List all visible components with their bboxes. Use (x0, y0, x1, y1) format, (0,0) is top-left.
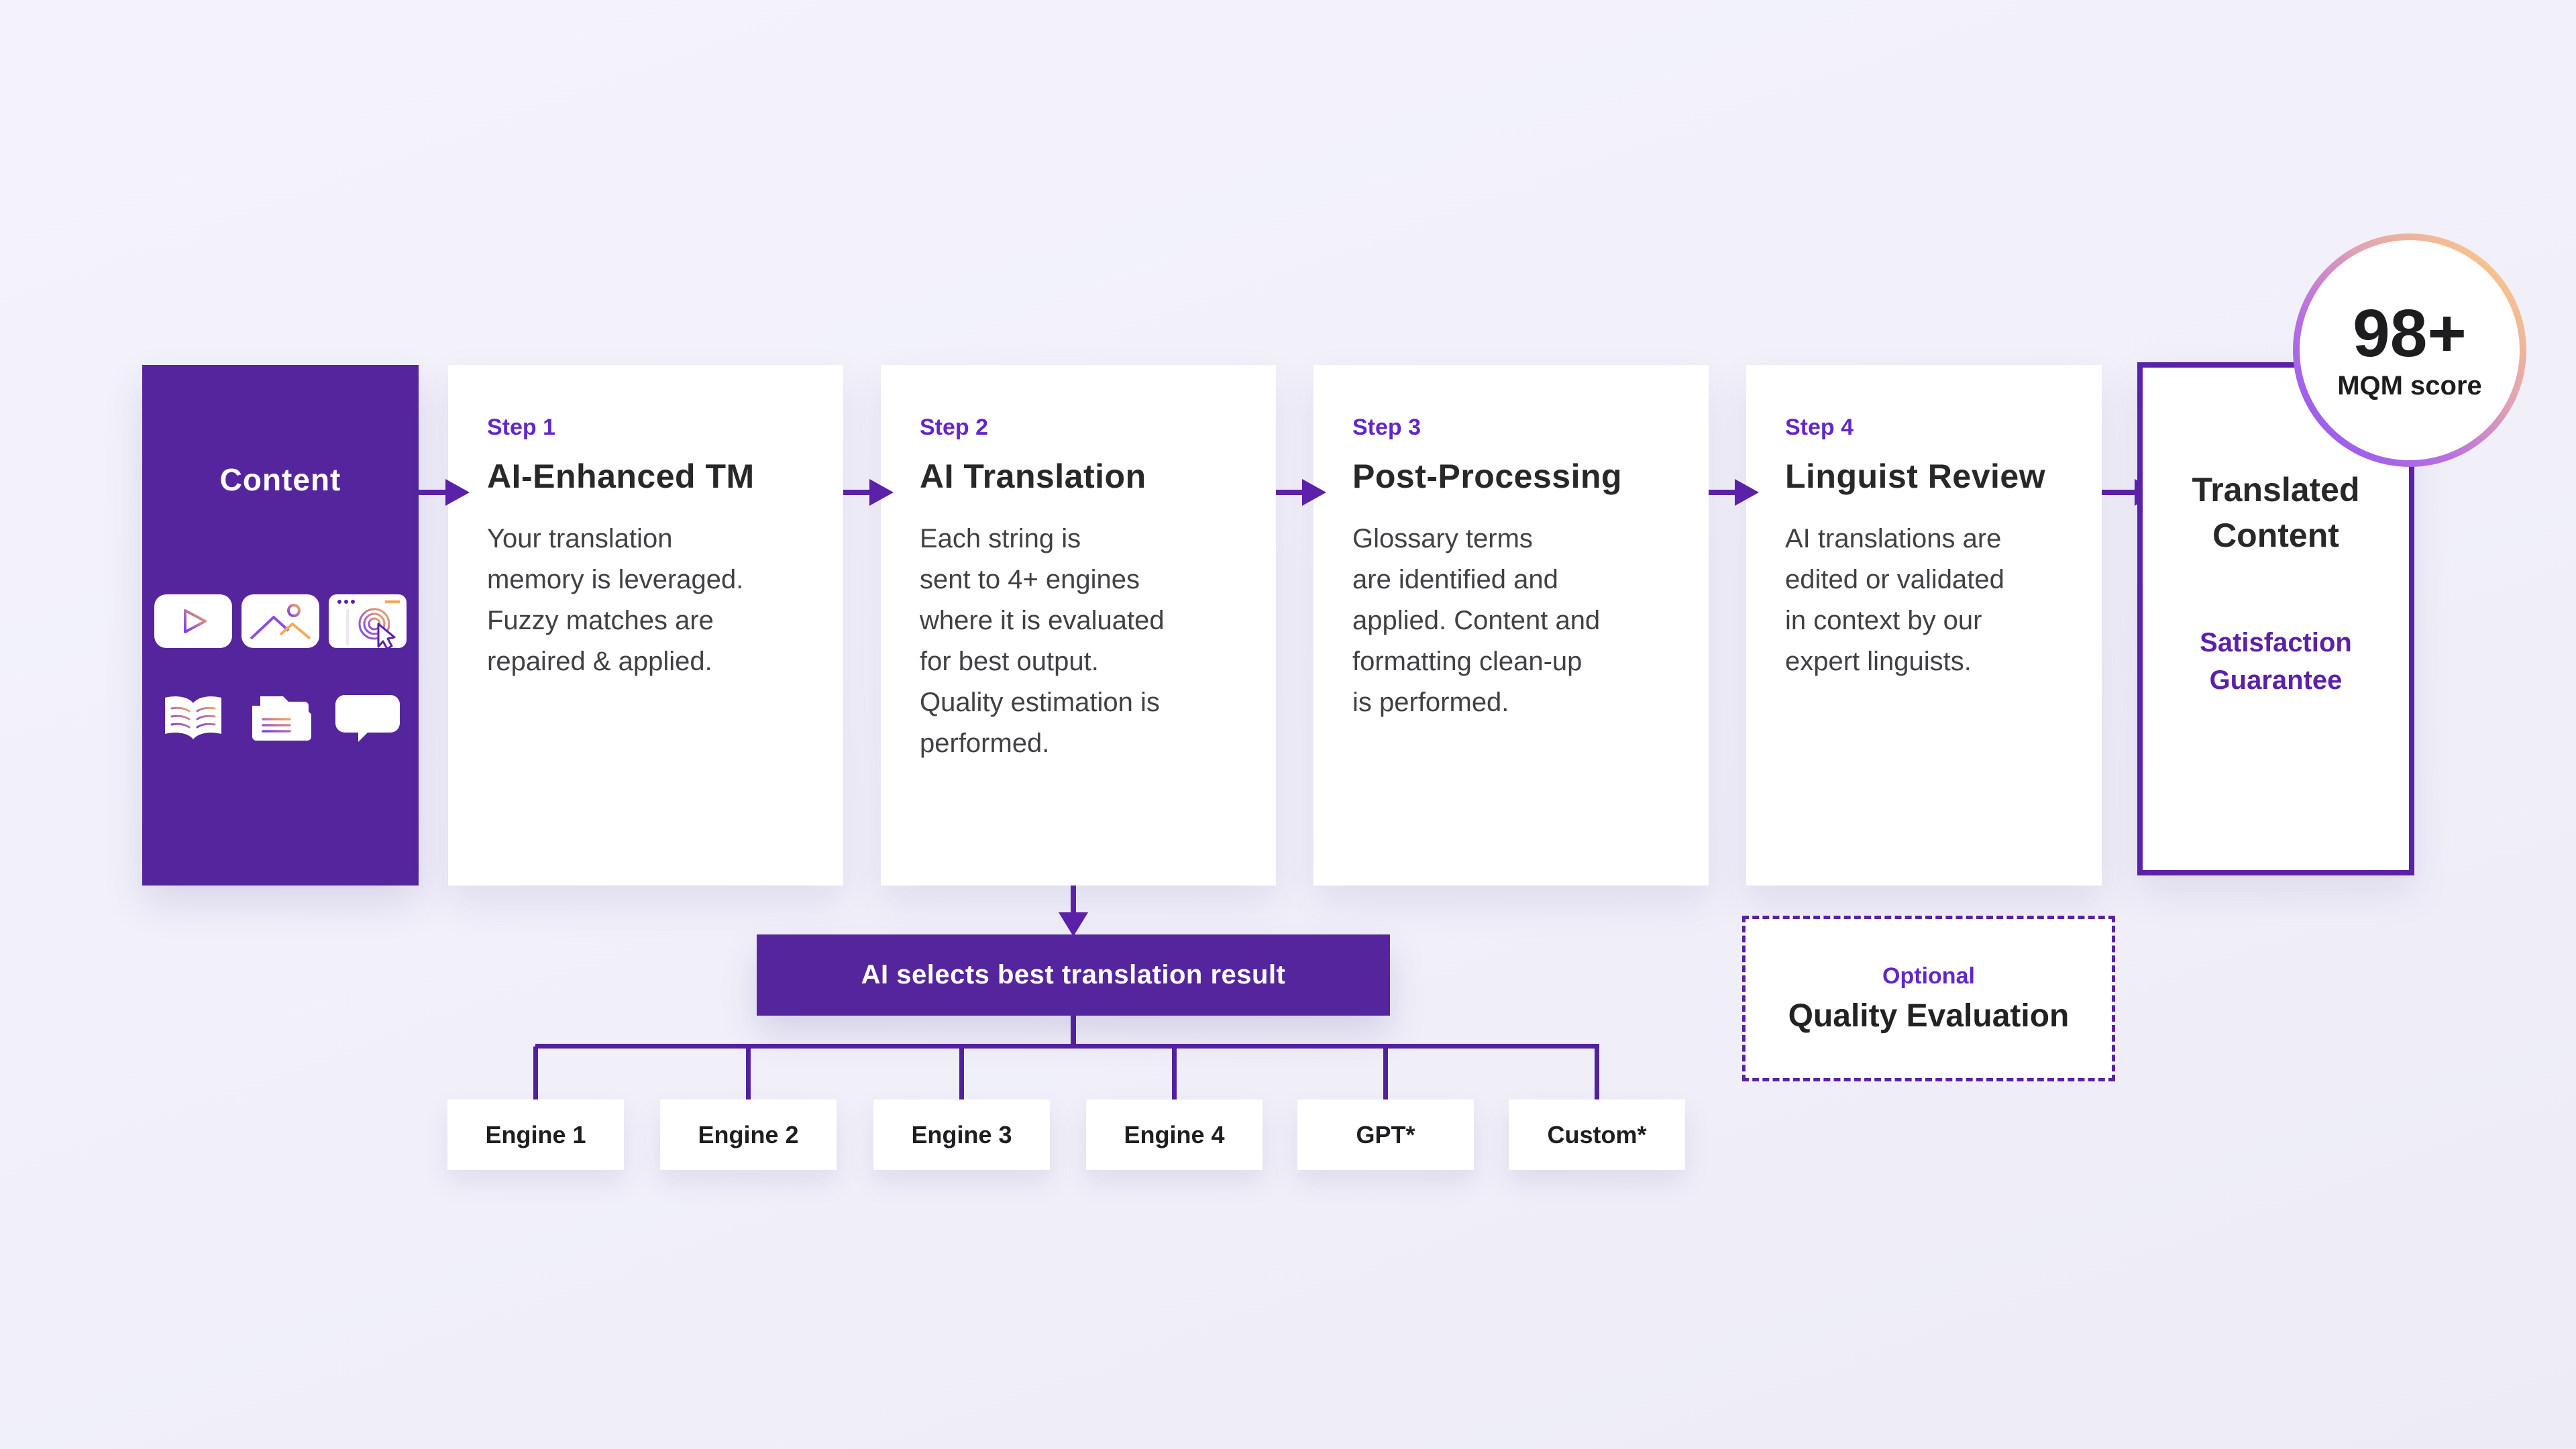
arrow-step2-to-step3-head (1302, 479, 1326, 506)
engine-box-custom: Custom* (1509, 1099, 1685, 1170)
mqm-score-badge-inner: 98+ MQM score (2300, 240, 2520, 460)
arrow-step2-to-step3 (1276, 490, 1304, 495)
mqm-score-value: 98+ (2353, 295, 2467, 371)
folder-icon (252, 696, 311, 741)
arrow-content-to-step1-head (445, 479, 470, 506)
step-4-title: Linguist Review (1785, 458, 2046, 495)
content-panel: Content (142, 365, 419, 885)
arrow-step3-to-step4-head (1735, 479, 1759, 506)
connector-engine-2 (746, 1046, 751, 1101)
connector-engine-gpt (1383, 1046, 1388, 1101)
step-card-4: Step 4 Linguist Review AI translations a… (1746, 365, 2102, 885)
connector-engine-custom (1595, 1046, 1599, 1101)
translated-content-title: Translated Content (2192, 471, 2360, 554)
connector-engine-1 (533, 1046, 538, 1101)
image-icon (241, 594, 319, 648)
step-3-title: Post-Processing (1352, 458, 1623, 495)
arrow-step2-to-selector (1071, 885, 1076, 915)
step-card-2: Step 2 AI Translation Each string is sen… (881, 365, 1276, 885)
step-card-3: Step 3 Post-Processing Glossary terms ar… (1313, 365, 1709, 885)
video-play-icon (154, 594, 232, 648)
optional-quality-evaluation-box: Optional Quality Evaluation (1742, 916, 2115, 1081)
engine-box-1: Engine 1 (447, 1099, 624, 1170)
arrow-step1-to-step2-head (869, 479, 894, 506)
step-1-description: Your translation memory is leveraged. Fu… (487, 524, 744, 676)
content-panel-title: Content (219, 462, 341, 497)
connector-engine-4 (1172, 1046, 1177, 1101)
step-4-description: AI translations are edited or validated … (1785, 524, 2004, 676)
step-2-label: Step 2 (920, 415, 989, 440)
ai-selector-bar: AI selects best translation result (757, 934, 1390, 1016)
arrow-step3-to-step4 (1709, 490, 1737, 495)
connector-engine-3 (959, 1046, 964, 1101)
step-3-label: Step 3 (1352, 415, 1421, 440)
engine-box-4: Engine 4 (1086, 1099, 1263, 1170)
engine-box-3: Engine 3 (873, 1099, 1050, 1170)
engine-box-2: Engine 2 (660, 1099, 837, 1170)
arrow-step1-to-step2 (843, 490, 871, 495)
arrow-content-to-step1 (419, 490, 448, 495)
arrow-step2-to-selector-head (1059, 912, 1088, 936)
content-icon-grid (152, 590, 409, 749)
web-click-icon (329, 594, 407, 650)
mqm-score-badge: 98+ MQM score (2293, 233, 2526, 467)
connector-engines-bus (535, 1044, 1599, 1049)
step-4-label: Step 4 (1785, 415, 1854, 440)
step-1-label: Step 1 (487, 415, 556, 440)
step-2-description: Each string is sent to 4+ engines where … (920, 524, 1165, 758)
optional-label: Optional (1882, 963, 1975, 989)
connector-selector-stem (1071, 1016, 1076, 1048)
mqm-score-label: MQM score (2337, 370, 2482, 400)
audio-message-icon (335, 695, 400, 742)
quality-evaluation-title: Quality Evaluation (1788, 998, 2070, 1034)
satisfaction-guarantee-label: Satisfaction Guarantee (2200, 628, 2352, 695)
engine-box-gpt: GPT* (1297, 1099, 1474, 1170)
step-1-title: AI-Enhanced TM (487, 458, 755, 495)
step-3-description: Glossary terms are identified and applie… (1352, 524, 1601, 717)
ai-selector-bar-label: AI selects best translation result (861, 960, 1286, 989)
book-icon (165, 696, 221, 739)
step-2-title: AI Translation (920, 458, 1146, 495)
step-card-1: Step 1 AI-Enhanced TM Your translation m… (448, 365, 843, 885)
arrow-step4-to-result (2102, 490, 2137, 495)
